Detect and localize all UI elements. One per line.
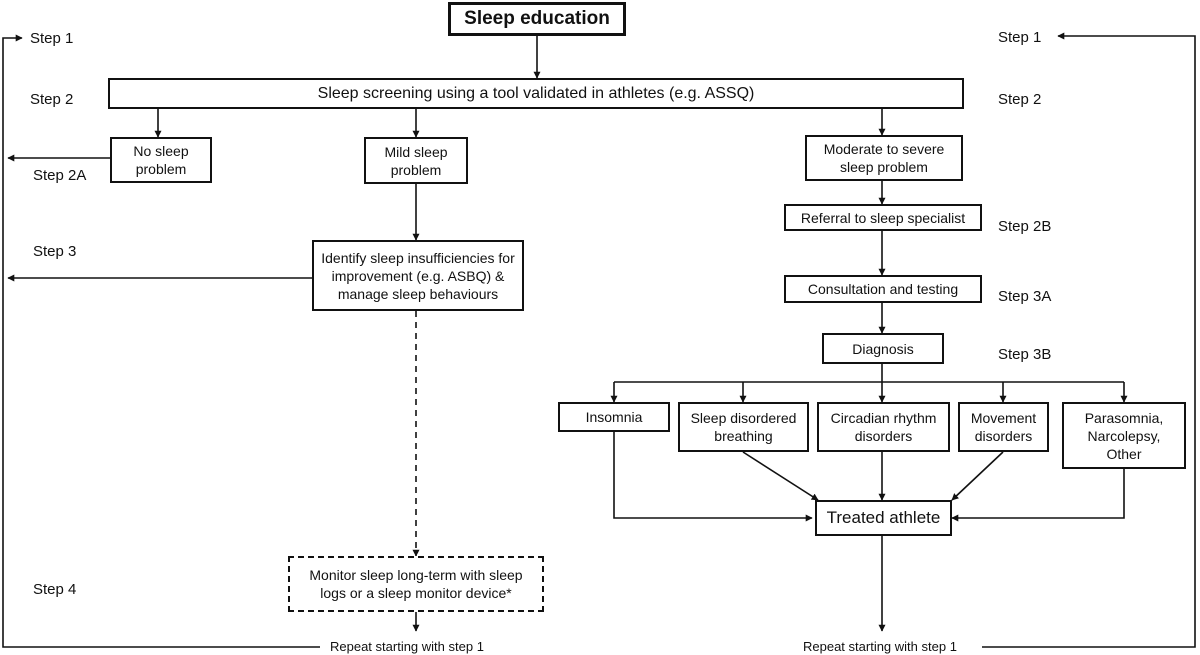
identify-label: Identify sleep insufficiencies for impro…: [321, 249, 515, 302]
step-3b: Step 3B: [998, 346, 1052, 363]
mild-sleep-problem-label: Mild sleep problem: [384, 143, 448, 178]
insomnia-box: Insomnia: [558, 402, 670, 432]
circadian-rhythm-box: Circadian rhythm disorders: [817, 402, 950, 452]
sleep-disordered-breathing-box: Sleep disordered breathing: [678, 402, 809, 452]
step-3a: Step 3A: [998, 288, 1052, 305]
identify-box: Identify sleep insufficiencies for impro…: [312, 240, 524, 311]
parasomnia-label: Parasomnia, Narcolepsy, Other: [1084, 409, 1164, 462]
insomnia-label: Insomnia: [585, 409, 643, 425]
sleep-education-label: Sleep education: [464, 8, 610, 29]
arrow-breathing-treated: [742, 451, 819, 501]
step-1-left: Step 1: [30, 30, 74, 47]
monitor-label: Monitor sleep long-term with sleep logs …: [309, 567, 523, 601]
screening-label: Sleep screening using a tool validated i…: [317, 84, 755, 102]
consultation-box: Consultation and testing: [784, 275, 982, 303]
step-3: Step 3: [33, 243, 77, 260]
referral-box: Referral to sleep specialist: [784, 204, 982, 231]
left-loop-line: [2, 34, 320, 648]
repeat-right: Repeat starting with step 1: [803, 639, 957, 654]
arrow-movement-treated: [951, 451, 1004, 501]
step-1-right: Step 1: [998, 29, 1042, 46]
parasomnia-box: Parasomnia, Narcolepsy, Other: [1062, 402, 1186, 469]
sleep-disordered-breathing-label: Sleep disordered breathing: [690, 410, 797, 444]
no-sleep-problem-box: No sleep problem: [110, 137, 212, 183]
treated-athlete-label: Treated athlete: [826, 508, 941, 527]
mild-sleep-problem-box: Mild sleep problem: [364, 137, 468, 184]
moderate-severe-box: Moderate to severe sleep problem: [805, 135, 963, 181]
circadian-rhythm-label: Circadian rhythm disorders: [830, 410, 937, 444]
step-2a: Step 2A: [33, 167, 87, 184]
diagnosis-label: Diagnosis: [852, 340, 914, 357]
moderate-severe-label: Moderate to severe sleep problem: [823, 141, 945, 175]
step-4: Step 4: [33, 581, 77, 598]
consultation-label: Consultation and testing: [807, 281, 959, 297]
movement-disorders-label: Movement disorders: [970, 410, 1037, 444]
monitor-box: Monitor sleep long-term with sleep logs …: [288, 556, 544, 612]
treated-athlete-box: Treated athlete: [815, 500, 952, 536]
step-2-left: Step 2: [30, 91, 74, 108]
step-2b: Step 2B: [998, 218, 1052, 235]
sleep-education-box: Sleep education: [448, 2, 626, 36]
referral-label: Referral to sleep specialist: [800, 209, 966, 226]
arrow-insomnia-treated: [613, 432, 813, 522]
no-sleep-problem-label: No sleep problem: [133, 143, 189, 177]
diagnosis-box: Diagnosis: [822, 333, 944, 364]
movement-disorders-box: Movement disorders: [958, 402, 1049, 452]
right-loop-line: [982, 32, 1196, 648]
repeat-left: Repeat starting with step 1: [330, 639, 484, 654]
screening-box: Sleep screening using a tool validated i…: [108, 78, 964, 109]
arrow-parasomnia-treated: [951, 469, 1125, 522]
step-2-right: Step 2: [998, 91, 1042, 108]
